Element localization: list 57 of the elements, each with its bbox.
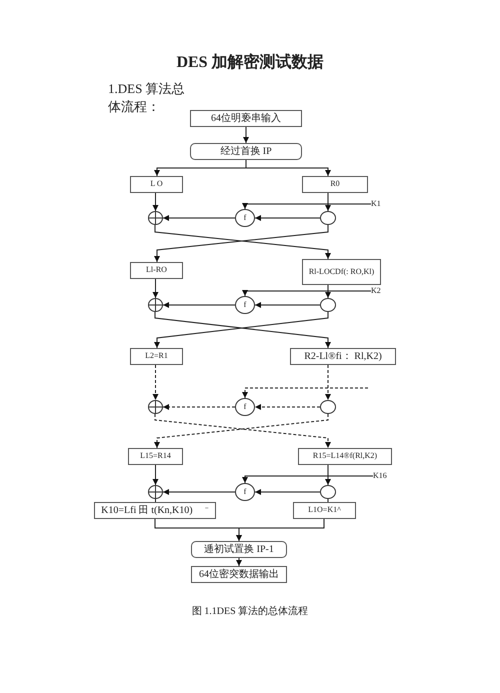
- arrow: [152, 192, 158, 212]
- arrow: [325, 284, 331, 298]
- arrow: [325, 192, 331, 212]
- connector-line: [155, 498, 156, 502]
- arrow: [254, 489, 320, 495]
- arrow: [152, 364, 158, 400]
- process-box: L15=R14: [128, 448, 183, 465]
- arrow: [242, 290, 372, 296]
- arrow: [152, 464, 158, 486]
- key-label: K2: [371, 285, 389, 297]
- process-box: L O: [130, 176, 183, 193]
- process-box: R0: [302, 176, 368, 193]
- process-box: 64位密突数据输出: [191, 566, 287, 583]
- title: DES 加解密测试数据: [175, 52, 325, 73]
- key-label: K1: [371, 198, 389, 210]
- split-node: [320, 298, 336, 312]
- process-box: K10=Lfi 田 t(Kn,K10) ⁻: [94, 502, 216, 519]
- process-box: L1O=K1^: [293, 502, 356, 519]
- split-node: [320, 485, 336, 499]
- function-circle: f: [235, 398, 255, 416]
- arrow: [246, 160, 331, 176]
- arrow: [254, 215, 320, 221]
- process-step: 逓初试置换 IP-1: [191, 541, 287, 558]
- function-circle: f: [235, 209, 255, 227]
- xor-symbol: [148, 211, 163, 225]
- arrow: [242, 476, 374, 484]
- process-step: 经过首换 IP: [190, 143, 302, 160]
- process-box: 64位明亵串输入: [190, 110, 302, 127]
- process-box: L2=R1: [130, 348, 183, 365]
- arrow: [236, 558, 242, 566]
- xor-symbol: [148, 400, 163, 414]
- process-box: R2-Ll®fi： Rl,K2): [290, 348, 396, 365]
- arrow: [242, 388, 368, 398]
- process-box: Rl-LOCDf(: RO,Kl): [302, 259, 381, 285]
- arrow: [243, 126, 249, 144]
- function-circle: f: [235, 483, 255, 501]
- split-node: [320, 211, 336, 225]
- arrow: [236, 518, 324, 542]
- arrow: [254, 404, 320, 410]
- arrow: [254, 302, 320, 308]
- function-circle: f: [235, 296, 255, 314]
- xor-symbol: [148, 485, 163, 499]
- section-heading: 1.DES 算法总体流程：: [108, 80, 186, 116]
- process-box: R15=L14®f(Rl,K2): [298, 448, 392, 465]
- xor-symbol: [148, 298, 163, 312]
- arrow: [162, 404, 236, 410]
- arrow: [325, 464, 331, 486]
- split-node: [320, 400, 336, 414]
- arrow: [325, 364, 331, 400]
- process-box: Ll-RO: [130, 262, 183, 279]
- arrow: [162, 489, 236, 495]
- arrow: [242, 203, 372, 210]
- key-label: K16: [373, 470, 395, 482]
- arrow: [162, 215, 236, 221]
- arrow: [152, 278, 158, 298]
- figure-caption: 图 1.1DES 算法的总体流程: [190, 604, 310, 618]
- arrow: [162, 302, 236, 308]
